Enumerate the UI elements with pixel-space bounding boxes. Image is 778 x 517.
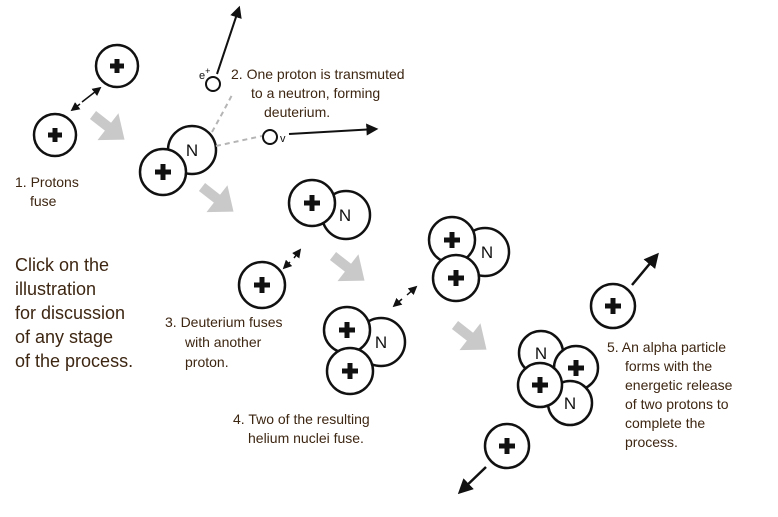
plus-icon [110, 59, 124, 73]
label-line: complete the [625, 415, 705, 431]
proton [237, 260, 287, 310]
neutrino-symbol: v [280, 133, 286, 145]
stage-5-alpha-particle-forms[interactable]: N N 5. An alpha particle forms with the [457, 252, 736, 495]
approach-arrow [292, 248, 302, 259]
label-line: deuterium. [264, 104, 330, 120]
instruction-line: for discussion [15, 303, 125, 323]
stage-4-helium-nuclei-fuse[interactable]: N N 4. Two of the resulting helium nucle… [233, 215, 511, 446]
neutron-letter: N [535, 344, 547, 363]
proton [138, 147, 188, 197]
proton [427, 215, 477, 265]
neutron-letter: N [186, 141, 198, 160]
label-line: proton. [185, 354, 229, 370]
label-line: 2. One proton is transmuted [231, 66, 405, 82]
neutron-letter: N [564, 394, 576, 413]
label-line: to a neutron, forming [251, 85, 380, 101]
stage-3-deuterium-fuses-with-proton[interactable]: N 3. Deuterium fuses with another proton… [165, 178, 372, 370]
label-line: process. [625, 434, 678, 450]
neutrino [262, 129, 278, 145]
label-line: 4. Two of the resulting [233, 411, 370, 427]
proton [516, 361, 564, 409]
escape-arrow [631, 252, 659, 286]
label-line: with another [184, 334, 262, 350]
alpha-particle: N N [516, 329, 600, 427]
gray-arrow-icon [322, 242, 375, 295]
gray-arrow-icon [82, 101, 135, 154]
gray-arrow-icon [191, 173, 244, 226]
plus-icon [605, 298, 621, 314]
positron [205, 76, 221, 92]
proton [32, 112, 78, 158]
approach-arrow [392, 297, 403, 308]
plus-icon [499, 438, 515, 454]
proton [94, 43, 140, 89]
instruction-text: Click on the illustration for discussion… [15, 255, 133, 371]
plus-icon [342, 363, 358, 379]
step-4-label: 4. Two of the resulting helium nuclei fu… [233, 411, 374, 446]
plus-icon [448, 270, 464, 286]
instruction-line: Click on the [15, 255, 109, 275]
proton [589, 282, 637, 330]
label-line: energetic release [625, 377, 733, 393]
label-line: 1. Protons [15, 174, 79, 190]
instruction-line: of the process. [15, 351, 133, 371]
plus-icon [339, 322, 355, 338]
instruction-line: illustration [15, 279, 96, 299]
label-line: 3. Deuterium fuses [165, 314, 283, 330]
decay-path [211, 94, 233, 133]
approach-arrow [282, 259, 293, 270]
proton [483, 422, 531, 470]
decay-path [215, 135, 263, 147]
plus-icon [568, 360, 584, 376]
stage-2-deuterium-forms[interactable]: N e+ v 2. One proton is transmuted to a … [138, 5, 408, 197]
label-line: of two protons to [625, 396, 729, 412]
escape-arrow [457, 466, 487, 495]
proton [287, 178, 337, 228]
positron-arrow [216, 5, 242, 75]
plus-icon [155, 164, 171, 180]
label-line: helium nuclei fuse. [248, 430, 364, 446]
step-1-label: 1. Protons fuse [15, 174, 83, 209]
step-3-label: 3. Deuterium fuses with another proton. [165, 314, 286, 370]
instruction-line: of any stage [15, 327, 113, 347]
neutron-letter: N [339, 206, 351, 225]
neutron-letter: N [375, 333, 387, 352]
proton [322, 305, 372, 355]
label-line: 5. An alpha particle [607, 339, 726, 355]
proton [325, 346, 375, 396]
stage-1-protons-fuse[interactable]: 1. Protons fuse [15, 43, 140, 209]
plus-icon [444, 232, 460, 248]
neutrino-arrow [288, 123, 379, 136]
gray-arrow-icon [444, 311, 497, 364]
plus-icon [48, 128, 62, 142]
label-line: forms with the [625, 358, 712, 374]
approach-arrow [70, 102, 81, 112]
plus-icon [532, 377, 548, 393]
plus-icon [304, 195, 320, 211]
label-line: fuse [30, 193, 57, 209]
step-2-label: 2. One proton is transmuted to a neutron… [231, 66, 408, 120]
step-5-label: 5. An alpha particle forms with the ener… [607, 339, 736, 450]
approach-arrow [406, 285, 418, 296]
approach-arrow [81, 86, 102, 103]
plus-icon [254, 277, 270, 293]
proton [431, 253, 481, 303]
positron-symbol: e+ [199, 66, 210, 82]
neutron-letter: N [481, 243, 493, 262]
